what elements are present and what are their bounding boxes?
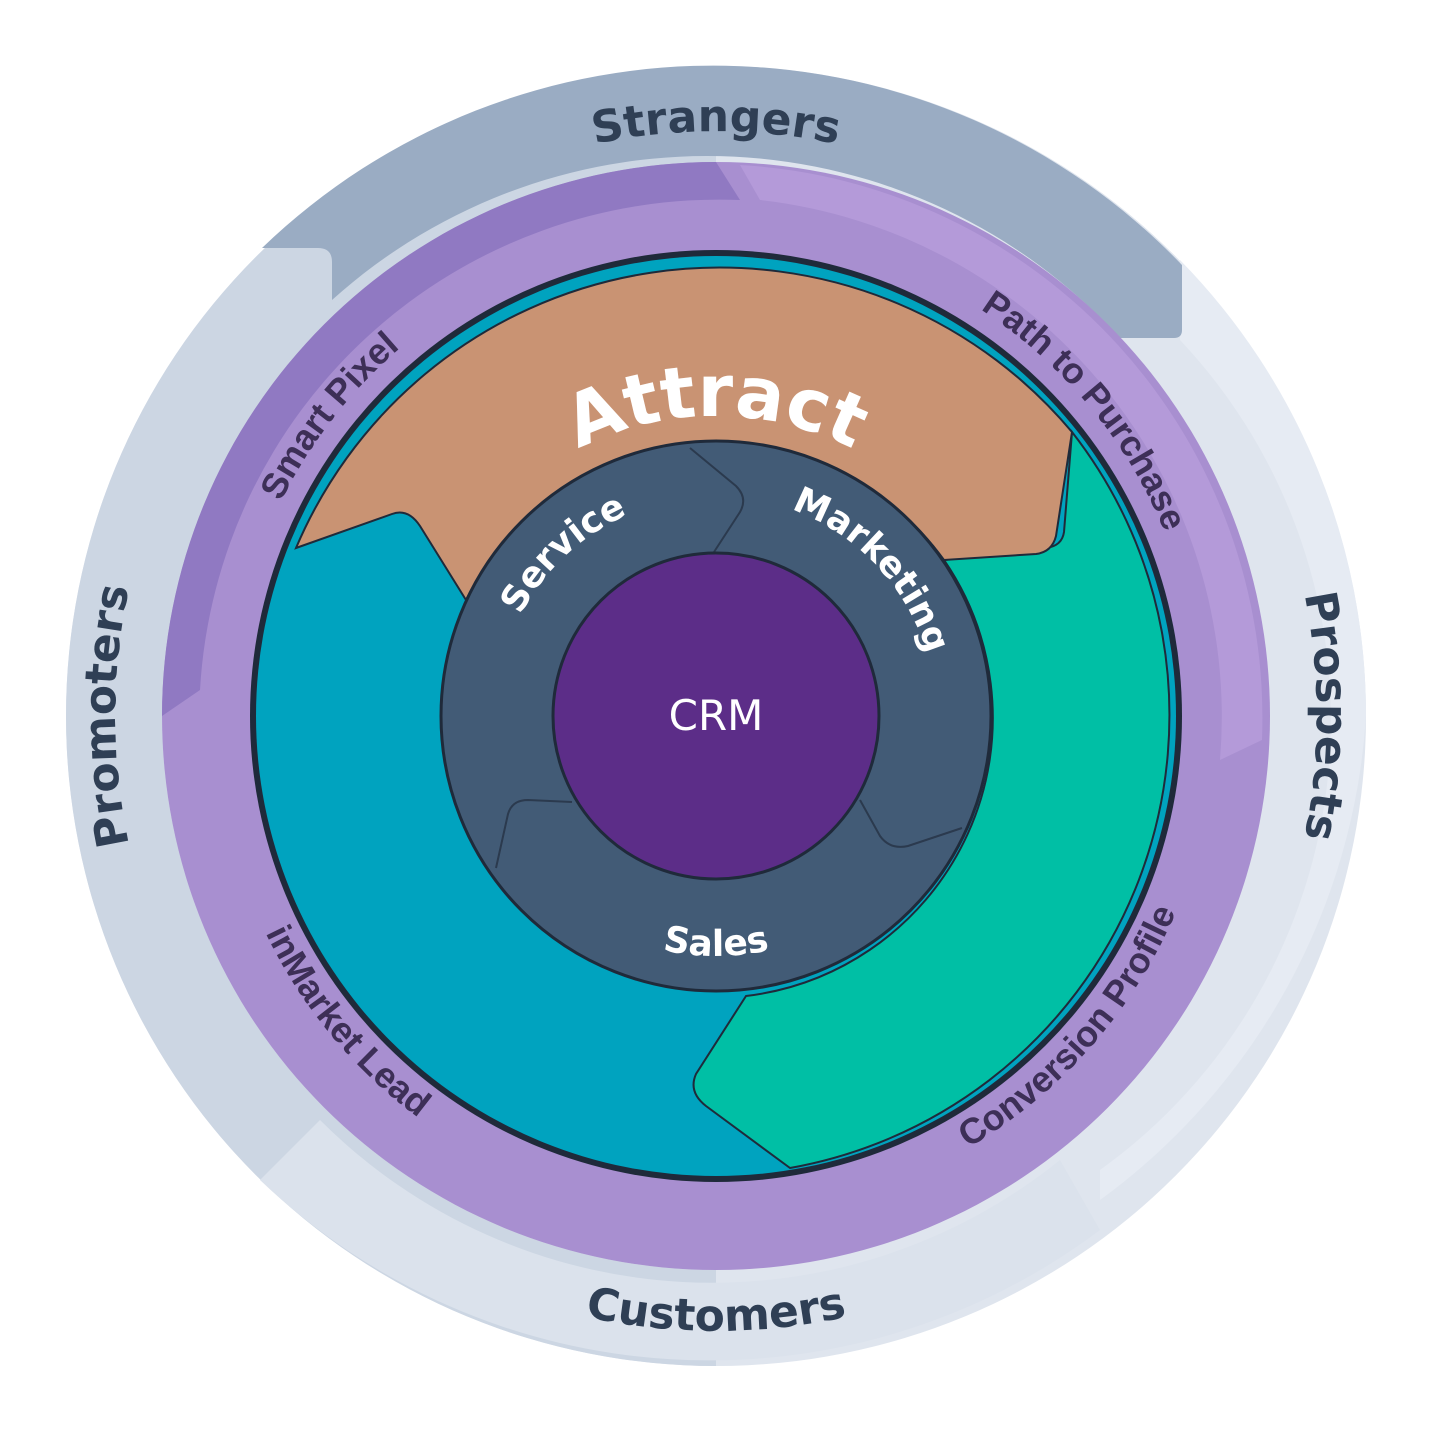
svg-text:Sales: Sales	[661, 919, 772, 966]
team-ring-divider-top	[689, 447, 745, 553]
label-delight: Delight	[0, 646, 59, 993]
crm-center	[551, 551, 881, 881]
outer-ring-right-band	[1100, 260, 1367, 1200]
strangers-band	[262, 65, 1182, 338]
outer-ring-bottom-band	[260, 1120, 1100, 1361]
label-crm: CRM	[669, 691, 764, 740]
outer-ring-left-band	[66, 66, 716, 1366]
product-ring-left-arrow	[162, 162, 740, 716]
team-ring-divider-left	[495, 798, 573, 869]
svg-text:Delight: Delight	[0, 646, 59, 993]
product-ring-right-arrow	[740, 165, 1263, 760]
team-ring-divider-right	[859, 799, 963, 848]
label-sales: Sales	[661, 919, 772, 966]
